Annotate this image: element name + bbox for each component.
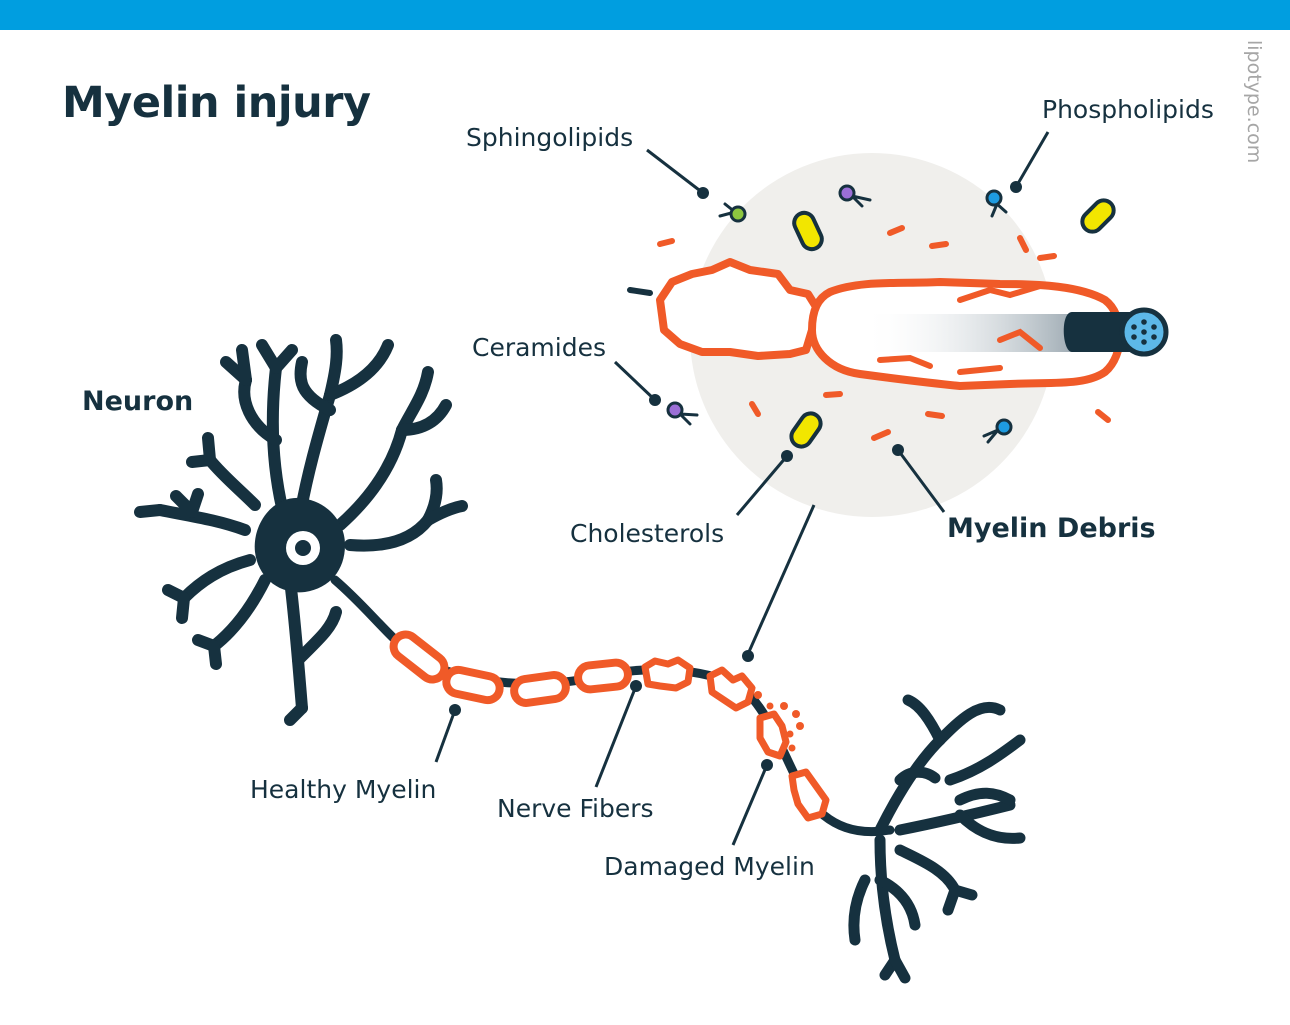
page-title: Myelin injury (62, 78, 371, 128)
label-damaged-myelin: Damaged Myelin (604, 852, 815, 881)
healthy-myelin-segments (389, 630, 632, 707)
label-healthy-myelin: Healthy Myelin (250, 775, 437, 804)
damaged-myelin-fragments (754, 691, 804, 752)
label-cholesterols: Cholesterols (570, 519, 725, 548)
label-sphingolipids: Sphingolipids (466, 123, 634, 152)
axon-cable (1063, 312, 1140, 352)
brand-watermark: lipotype.com (1243, 40, 1265, 164)
sheath-cracks (877, 283, 1043, 375)
ceramide-molecule (838, 184, 872, 208)
label-ceramides: Ceramides (472, 333, 607, 362)
damaged-myelin-segments (641, 656, 830, 822)
ceramide-molecule (666, 401, 699, 426)
header-bar (0, 0, 1290, 30)
sphingolipid-molecule (718, 202, 747, 223)
label-neuron: Neuron (82, 386, 194, 417)
axon-fibers (1131, 319, 1157, 345)
axon-terminal-branches (848, 694, 1026, 984)
leader-lines (434, 131, 1050, 846)
label-myelin-debris: Myelin Debris (947, 513, 1156, 544)
myelin-debris (657, 225, 1111, 441)
label-nerve-fibers: Nerve Fibers (497, 794, 654, 823)
label-phospholipids: Phospholipids (1042, 95, 1214, 124)
phospholipid-molecule (982, 418, 1013, 444)
leader-dots (449, 181, 1022, 771)
phospholipid-molecule (985, 189, 1008, 218)
cholesterol-molecules (789, 198, 1116, 449)
axon-shadow-beam (862, 314, 1082, 352)
